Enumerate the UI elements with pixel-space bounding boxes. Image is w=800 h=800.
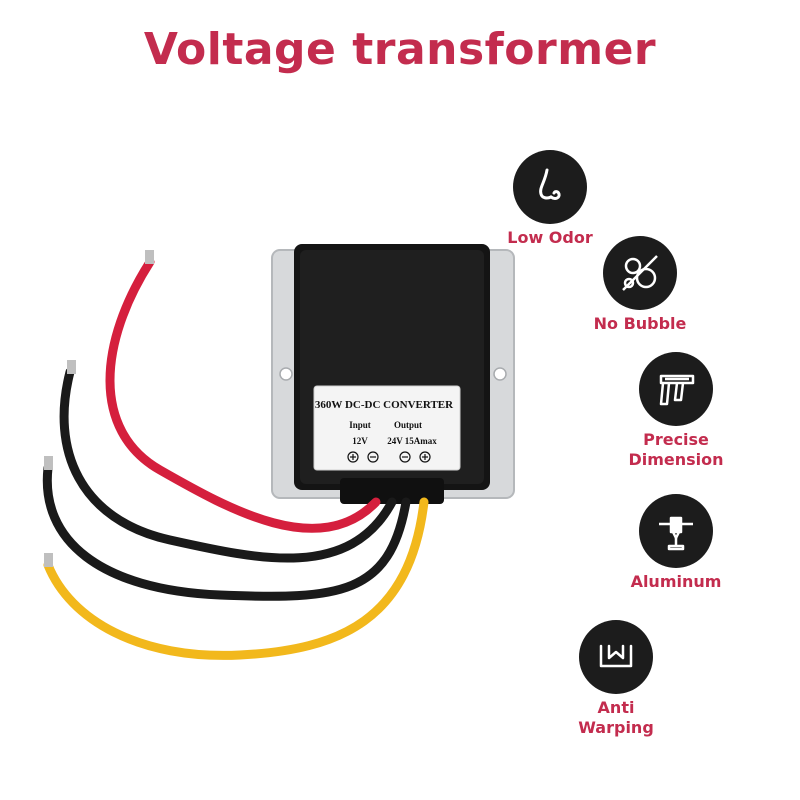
nose-icon <box>513 150 587 224</box>
black-wire-2 <box>42 463 411 601</box>
nozzle-icon <box>639 494 713 568</box>
label-input: Input <box>349 420 371 430</box>
label-output: Output <box>394 420 422 430</box>
converter-illustration: 360W DC-DC CONVERTER Input Output 12V 24… <box>42 244 515 660</box>
feature-anti-warping: Anti Warping <box>526 620 706 738</box>
converter-label <box>313 385 461 471</box>
warp-icon <box>579 620 653 694</box>
feature-precise-dimension: Precise Dimension <box>586 352 766 470</box>
page-title: Voltage transformer <box>143 24 657 75</box>
feature-label: Anti Warping <box>578 698 654 737</box>
label-title: 360W DC-DC CONVERTER <box>315 399 454 411</box>
mount-hole-left <box>279 367 293 381</box>
mount-hole-right <box>493 367 507 381</box>
label-input-voltage: 12V <box>352 436 368 446</box>
caliper-icon <box>639 352 713 426</box>
terminal-symbols <box>347 451 431 463</box>
feature-aluminum: Aluminum <box>586 494 766 592</box>
feature-label: Low Odor <box>507 228 593 247</box>
red-wire <box>105 257 381 533</box>
yellow-wire <box>43 497 429 660</box>
feature-low-odor: Low Odor <box>460 150 640 248</box>
feature-label: No Bubble <box>593 314 687 333</box>
feature-no-bubble: No Bubble <box>550 236 730 334</box>
bubbles-icon <box>603 236 677 310</box>
black-wire-1 <box>59 367 397 563</box>
feature-label: Precise Dimension <box>628 430 724 469</box>
feature-label: Aluminum <box>630 572 722 591</box>
label-output-spec: 24V 15Amax <box>387 436 437 446</box>
